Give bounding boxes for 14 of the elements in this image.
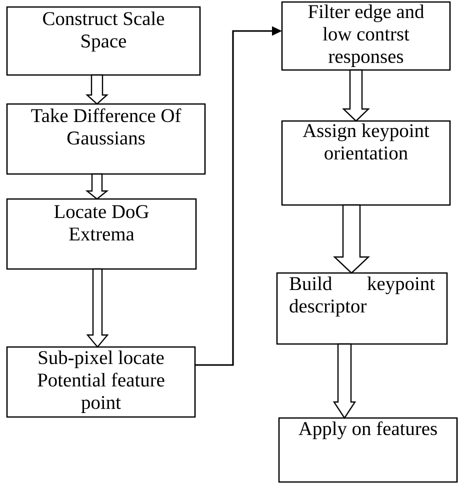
block-arrow [85, 173, 109, 200]
block-arrow [332, 204, 370, 274]
process-box: Sub-pixel locate Potential feature point [6, 346, 196, 418]
process-box: Filter edge and low contrst responses [281, 1, 451, 71]
process-box: Apply on features [278, 417, 458, 483]
process-box: Locate DoG Extrema [6, 198, 197, 270]
block-arrow [85, 74, 109, 105]
block-arrow [86, 268, 109, 348]
process-box: Take Difference Of Gaussians [6, 103, 206, 175]
process-box: Build keypoint descriptor [276, 272, 448, 345]
process-box: Construct Scale Space [6, 6, 201, 76]
block-arrow [342, 69, 370, 122]
block-arrow [332, 343, 356, 420]
process-box: Assign keypoint orientation [281, 120, 451, 206]
